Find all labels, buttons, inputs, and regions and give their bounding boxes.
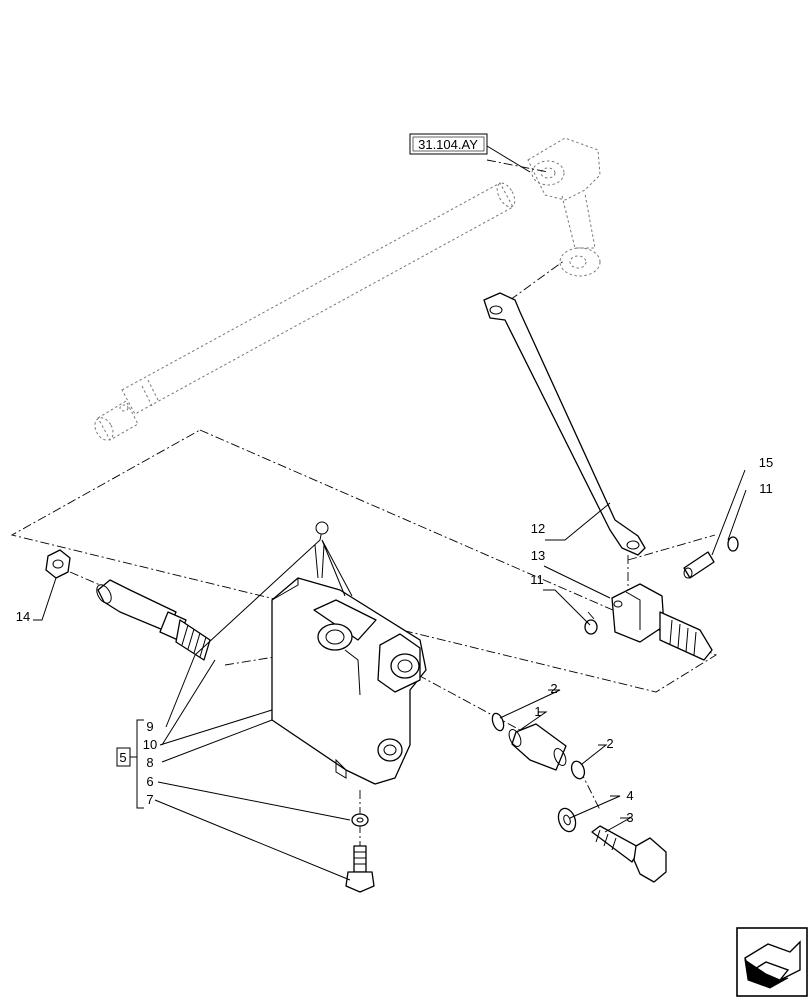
callout-6: 6	[146, 774, 153, 789]
washer-6	[351, 813, 369, 827]
callout-15: 15	[759, 455, 773, 470]
next-page-arrow-icon[interactable]	[736, 927, 808, 997]
callout-7: 7	[146, 792, 153, 807]
callout-3: 3	[626, 810, 633, 825]
callout-2-upper: 2	[550, 681, 557, 696]
group-bracket	[116, 719, 144, 809]
callout-13: 13	[531, 548, 545, 563]
o-ring-2-right	[570, 760, 586, 780]
callout-9: 9	[146, 719, 153, 734]
callout-10: 10	[143, 737, 157, 752]
reference-circle	[315, 521, 329, 535]
o-ring-2-left	[491, 712, 505, 732]
callout-1: 1	[534, 704, 541, 719]
nut-14	[45, 549, 71, 579]
bracket-body	[271, 577, 427, 785]
pin-1	[508, 723, 567, 771]
clevis	[611, 583, 713, 661]
threaded-stud	[96, 579, 211, 661]
callout-8: 8	[146, 755, 153, 770]
pin-15	[683, 551, 715, 579]
link-rod	[483, 292, 646, 556]
callout-11-upper: 11	[759, 481, 773, 496]
leader-lines	[33, 145, 747, 881]
callout-12: 12	[531, 521, 545, 536]
ghost-shaft	[94, 182, 516, 441]
clip-11-upper	[727, 536, 739, 552]
callout-5: 5	[119, 750, 126, 765]
bolt-3	[591, 825, 667, 883]
reference-tag[interactable]: 31.104.AY	[409, 133, 488, 155]
callout-11-lower: 11	[530, 572, 544, 587]
washer-4	[557, 807, 577, 833]
callout-14: 14	[16, 609, 30, 624]
callout-2-lower: 2	[606, 736, 613, 751]
bolt-7	[345, 845, 375, 893]
callout-4: 4	[626, 788, 633, 803]
callout-labels: 1 2 2 3 4 5 6 7 8 9 10 11 11 12 13 14 15	[16, 455, 773, 825]
ghost-lever	[527, 137, 601, 277]
reference-tag-text: 31.104.AY	[418, 137, 478, 152]
